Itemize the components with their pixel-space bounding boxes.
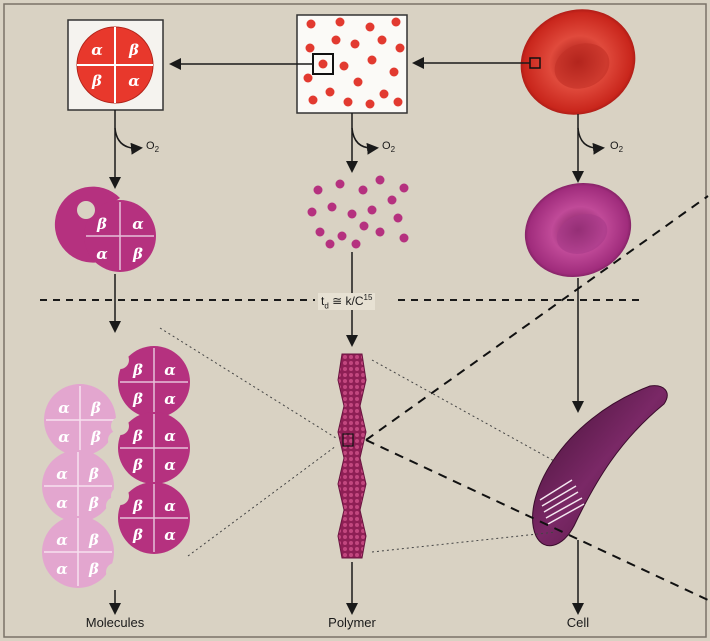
beta-label: β [96, 215, 107, 233]
beta-label: β [128, 41, 139, 59]
alpha-label: α [56, 531, 68, 549]
beta-label: β [132, 245, 143, 263]
beta-label: β [91, 72, 102, 90]
polymer-fiber [338, 354, 366, 558]
beta-label: β [132, 526, 143, 544]
alpha-label: α [164, 390, 176, 408]
red-blood-cell [506, 0, 651, 131]
alpha-label: α [164, 427, 176, 445]
alpha-label: α [132, 215, 144, 233]
magenta-molecule-stack [111, 346, 190, 554]
beta-label: β [132, 390, 143, 408]
oxygen-label-cell: O2 [610, 140, 623, 154]
caption-polymer: Polymer [292, 615, 412, 630]
dispersed-hemoglobin-box [297, 15, 407, 113]
beta-label: β [88, 531, 99, 549]
caption-cell: Cell [518, 615, 638, 630]
deoxygenated-red-blood-cell [512, 168, 645, 291]
deoxygenation-arrow-molecules [115, 110, 140, 186]
alpha-label: α [56, 560, 68, 578]
beta-label: β [88, 494, 99, 512]
beta-label: β [90, 428, 101, 446]
beta-label: β [132, 456, 143, 474]
beta-label: β [132, 361, 143, 379]
beta-label: β [132, 497, 143, 515]
beta-label: β [132, 427, 143, 445]
oxygen-label-molecules: O2 [146, 140, 159, 154]
alpha-label: α [91, 41, 103, 59]
caption-molecules: Molecules [55, 615, 175, 630]
deoxygenation-arrow-polymer [352, 113, 376, 170]
sickle-cell [533, 386, 668, 546]
deoxygenation-arrow-cell [578, 114, 602, 180]
alpha-label: α [128, 72, 140, 90]
alpha-label: α [164, 361, 176, 379]
light-pink-molecule [42, 450, 124, 522]
magenta-molecule [111, 412, 190, 484]
oxygenated-molecule-box [68, 20, 163, 110]
alpha-label: α [56, 465, 68, 483]
beta-label: β [88, 465, 99, 483]
delay-time-equation: td ≅ k/C15 [318, 293, 375, 310]
alpha-label: α [56, 494, 68, 512]
deoxygenated-hemoglobin-dots [308, 176, 409, 249]
alpha-label: α [96, 245, 108, 263]
alpha-label: α [164, 456, 176, 474]
magenta-molecule [111, 346, 190, 418]
light-pink-molecule-stack [42, 384, 126, 588]
beta-label: β [88, 560, 99, 578]
alpha-label: α [164, 526, 176, 544]
deoxygenated-molecule: β α α β [55, 187, 156, 272]
alpha-label: α [58, 399, 70, 417]
alpha-label: α [58, 428, 70, 446]
alpha-label: α [164, 497, 176, 515]
magenta-molecule [111, 482, 190, 554]
light-pink-molecule [42, 516, 124, 588]
oxygen-label-polymer: O2 [382, 140, 395, 154]
beta-label: β [90, 399, 101, 417]
